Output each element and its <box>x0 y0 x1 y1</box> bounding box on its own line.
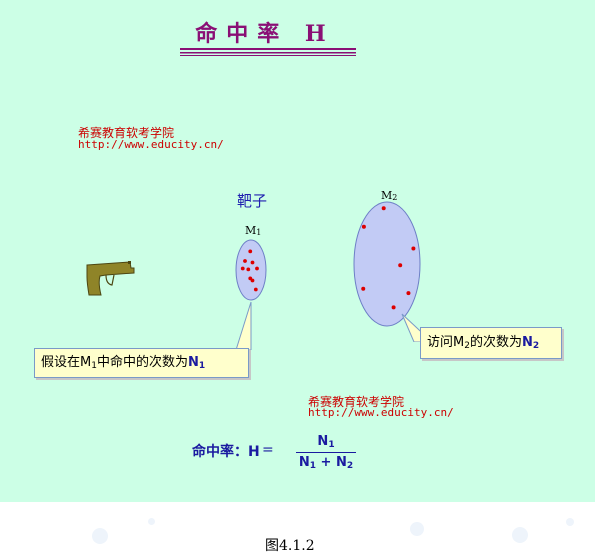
hit-dot <box>391 305 396 310</box>
target-m2-label: M2 <box>381 189 398 202</box>
formula-numerator: N1 <box>317 434 335 450</box>
decoration-dot <box>410 522 424 536</box>
watermark-url: http://www.educity.cn/ <box>308 406 454 419</box>
hit-dot <box>361 224 366 229</box>
hit-dot <box>381 206 386 211</box>
decoration-dot <box>566 518 574 526</box>
hit-dot <box>243 259 247 263</box>
callout-left: 假设在M1中命中的次数为N1 <box>34 348 249 378</box>
title-underline <box>180 48 356 56</box>
target-m2 <box>353 201 421 327</box>
watermark-name: 希赛教育软考学院 <box>78 126 175 140</box>
hit-dot <box>255 266 259 271</box>
hit-dot <box>246 267 251 272</box>
slide: 命中率 H 希赛教育软考学院 http://www.educity.cn/ 靶子… <box>0 0 595 502</box>
fraction-bar <box>296 452 356 453</box>
callout-right: 访问M2的次数为N2 <box>420 327 562 359</box>
decoration-dot <box>148 518 155 525</box>
hit-dot <box>250 260 255 265</box>
hit-dot <box>253 287 258 292</box>
hit-dot <box>411 246 416 251</box>
hit-dot <box>240 266 245 271</box>
pistol-icon <box>86 261 135 296</box>
formula-equals: = <box>262 442 274 458</box>
decoration-dot <box>92 528 108 544</box>
formula-denominator: N1 + N2 <box>298 455 354 471</box>
callout-left-pointer <box>235 301 252 350</box>
hit-dot <box>250 278 255 283</box>
figure-caption: 图4.1.2 <box>265 538 315 554</box>
target-m1 <box>235 239 267 301</box>
formula-label: 命中率：H <box>192 444 260 460</box>
target-label: 靶子 <box>237 192 268 210</box>
hit-dot <box>248 249 253 254</box>
watermark-url: http://www.educity.cn/ <box>78 138 224 151</box>
target-m1-label: M1 <box>245 224 262 237</box>
hit-dot <box>398 263 403 268</box>
watermark-name: 希赛教育软考学院 <box>308 395 405 409</box>
hit-dot <box>406 291 411 296</box>
decoration-dot <box>512 527 528 543</box>
page-title: 命中率 H <box>195 21 335 47</box>
target-m2-ellipse <box>353 201 421 327</box>
target-m1-ellipse <box>235 239 267 301</box>
hit-dot <box>361 286 366 291</box>
